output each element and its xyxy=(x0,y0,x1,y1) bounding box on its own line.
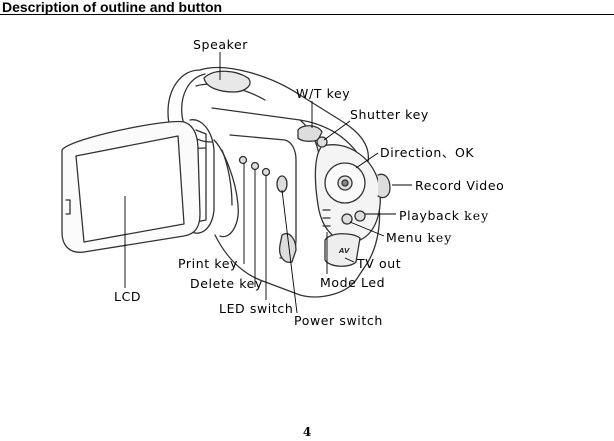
av-port-mark: AV xyxy=(338,247,350,255)
led-switch-label: LED switch xyxy=(219,301,294,316)
shutter-key-label: Shutter key xyxy=(350,107,429,122)
lcd-label: LCD xyxy=(114,289,142,304)
delete-key-label: Delete key xyxy=(190,276,263,291)
playback-button xyxy=(354,210,366,222)
section-heading: Description of outline and button xyxy=(2,0,223,15)
wt-key-label: W/T key xyxy=(296,86,351,101)
menu-button xyxy=(341,213,353,225)
lcd-screen xyxy=(75,135,185,243)
lcd-hinge xyxy=(189,119,215,234)
playback-key-label: Playback key xyxy=(399,208,490,223)
menu-key-label: Menu key xyxy=(386,230,453,245)
led-switch-button xyxy=(261,167,271,177)
body-top xyxy=(199,66,370,163)
mode-led-label: Mode Led xyxy=(320,275,386,290)
power-switch-label: Power switch xyxy=(294,313,383,328)
page-number: 4 xyxy=(302,425,312,439)
av-port-door xyxy=(324,233,361,267)
record-video-label: Record Video xyxy=(415,178,505,193)
direction-ok-label: Direction、OK xyxy=(380,145,475,160)
speaker-label: Speaker xyxy=(193,37,249,52)
delete-button xyxy=(250,161,260,171)
power-switch-button xyxy=(276,175,288,193)
heading-rule xyxy=(0,14,614,15)
camera-body xyxy=(211,107,381,298)
print-button xyxy=(238,155,248,165)
print-key-label: Print key xyxy=(178,256,239,271)
tv-out-label: TV out xyxy=(357,256,402,271)
speaker-grille xyxy=(203,70,251,93)
record-video-button xyxy=(377,173,391,199)
